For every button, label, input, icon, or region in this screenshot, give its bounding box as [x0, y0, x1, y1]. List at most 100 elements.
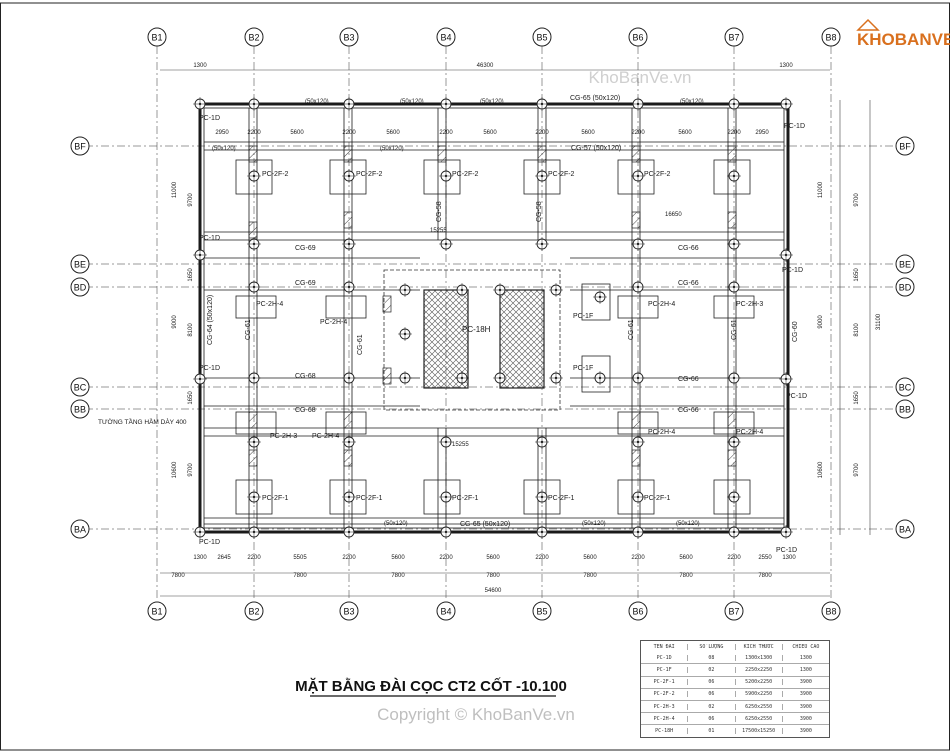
label-pc-1d-bot-r: PC-1D [776, 547, 797, 554]
column-stub [343, 449, 353, 467]
column-stub [727, 411, 737, 429]
label-pc-2h4-br2: PC-2H-4 [736, 429, 763, 436]
grid-bubble-b7: B7 [724, 601, 744, 621]
table-cell: PC-2H-4 [653, 715, 675, 722]
dim-right-row: 8100 [854, 323, 860, 337]
label-pc-2f1-b5: PC-2F-1 [548, 495, 575, 502]
grid-bubble-b1: B1 [147, 601, 167, 621]
grid-bubble-be: BE [895, 254, 915, 274]
pile [493, 371, 507, 385]
table-cell: 01 [687, 727, 734, 734]
pile [398, 371, 412, 385]
dim-bottom-segment: 5600 [583, 555, 597, 561]
raft-pc-18h [383, 269, 561, 411]
grid-label: BD [899, 283, 912, 293]
pile [247, 371, 261, 385]
label-cg-69-b: CG-69 [295, 280, 316, 287]
dim-inner-1: 15255 [430, 228, 447, 234]
dim-bottom-segment: 1300 [193, 555, 207, 561]
columns [248, 145, 737, 467]
label-pc-18h: PC-18H [462, 325, 491, 334]
pile [549, 371, 563, 385]
grid-label: B3 [343, 607, 354, 617]
pile [193, 97, 207, 111]
dim-bottom-segment: 2645 [217, 555, 231, 561]
pile [631, 490, 645, 504]
pile [439, 525, 453, 539]
table-cell: 5200x2250 [734, 679, 782, 686]
label-cg-61-d: CG-61 [731, 319, 738, 340]
column-stub [248, 411, 258, 429]
pile-cap [617, 479, 655, 515]
drawing-title: MẶT BẰNG ĐÀI CỌC CT2 CỐT -10.100 [295, 677, 567, 695]
dim-bottom-segment: 5600 [391, 555, 405, 561]
dim-bottom-segment: 2200 [535, 555, 549, 561]
label-pc-2h4-br1: PC-2H-4 [648, 429, 675, 436]
dim-right-row: 9700 [854, 463, 860, 477]
pile [631, 435, 645, 449]
label-cg-69-a: CG-69 [295, 245, 316, 252]
pile [247, 490, 261, 504]
dim-right-major: 11000 [818, 181, 824, 198]
dim-top-segment: 2950 [215, 130, 229, 136]
label-beam-3: (50x120) [480, 99, 504, 105]
dim-bottom-segment: 2200 [631, 555, 645, 561]
watermark-top: KhoBanVe.vn [588, 68, 691, 87]
dim-bottom-segment: 2200 [342, 555, 356, 561]
label-pc-2f2-b2: PC-2F-2 [262, 171, 289, 178]
grid-label: B2 [248, 33, 259, 43]
grid-label: B2 [248, 607, 259, 617]
dim-top-segment: 2200 [342, 130, 356, 136]
label-beam-5: (50x120) [380, 146, 404, 152]
pile [727, 490, 741, 504]
table-cell: 17500x15250 [734, 727, 782, 734]
pile [535, 490, 549, 504]
brand-logo: KHOBANVE [856, 18, 950, 49]
grid-bubble-b8: B8 [821, 27, 841, 47]
label-pc-2h4-bl: PC-2H-4 [312, 433, 339, 440]
label-pc-2f2-b3: PC-2F-2 [356, 171, 383, 178]
pile [631, 237, 645, 251]
dim-bottom-segment: 2200 [439, 555, 453, 561]
grid-bubble-b3: B3 [339, 601, 359, 621]
pile-cap [235, 295, 277, 319]
column-stub [343, 211, 353, 229]
label-cg-65-top: CG-65 (50x120) [570, 95, 620, 102]
dim-left-major: 10600 [172, 461, 178, 478]
pile [193, 525, 207, 539]
grid-label: B3 [343, 33, 354, 43]
grid-label: BA [899, 525, 911, 535]
pile [455, 283, 469, 297]
label-wall-note: TƯỜNG TẦNG HẦM DÀY 400 [98, 416, 187, 426]
grid-label: BE [74, 260, 86, 270]
grid-label: BC [899, 383, 912, 393]
column-stub [631, 449, 641, 467]
table-cell: PC-18H [655, 727, 674, 734]
grid-bubble-bc: BC [70, 377, 90, 397]
table-cell: 3900 [781, 679, 829, 686]
pile [727, 237, 741, 251]
outer-basement-wall [198, 102, 790, 534]
table-cell: PC-1F [656, 666, 672, 673]
grid-label: B7 [728, 33, 739, 43]
label-cg-58-a: CG-58 [436, 201, 443, 222]
column-stub [248, 449, 258, 467]
grid-bubble-b2: B2 [244, 601, 264, 621]
logo-text: KHOBANVE [857, 30, 950, 49]
dim-bay: 7800 [679, 573, 693, 579]
grid-label: B1 [151, 33, 162, 43]
grid-label: B6 [632, 607, 643, 617]
label-pc-1d-tl: PC-1D [199, 115, 220, 122]
table-cell: 1300 [781, 666, 829, 673]
label-pc-2f2-b6: PC-2F-2 [644, 171, 671, 178]
label-beam-2: (50x120) [400, 99, 424, 105]
label-pc-2h4-ml: PC-2H-4 [320, 319, 347, 326]
grid-label: B8 [825, 33, 836, 43]
dim-bay: 7800 [583, 573, 597, 579]
pile [631, 525, 645, 539]
pile [727, 371, 741, 385]
